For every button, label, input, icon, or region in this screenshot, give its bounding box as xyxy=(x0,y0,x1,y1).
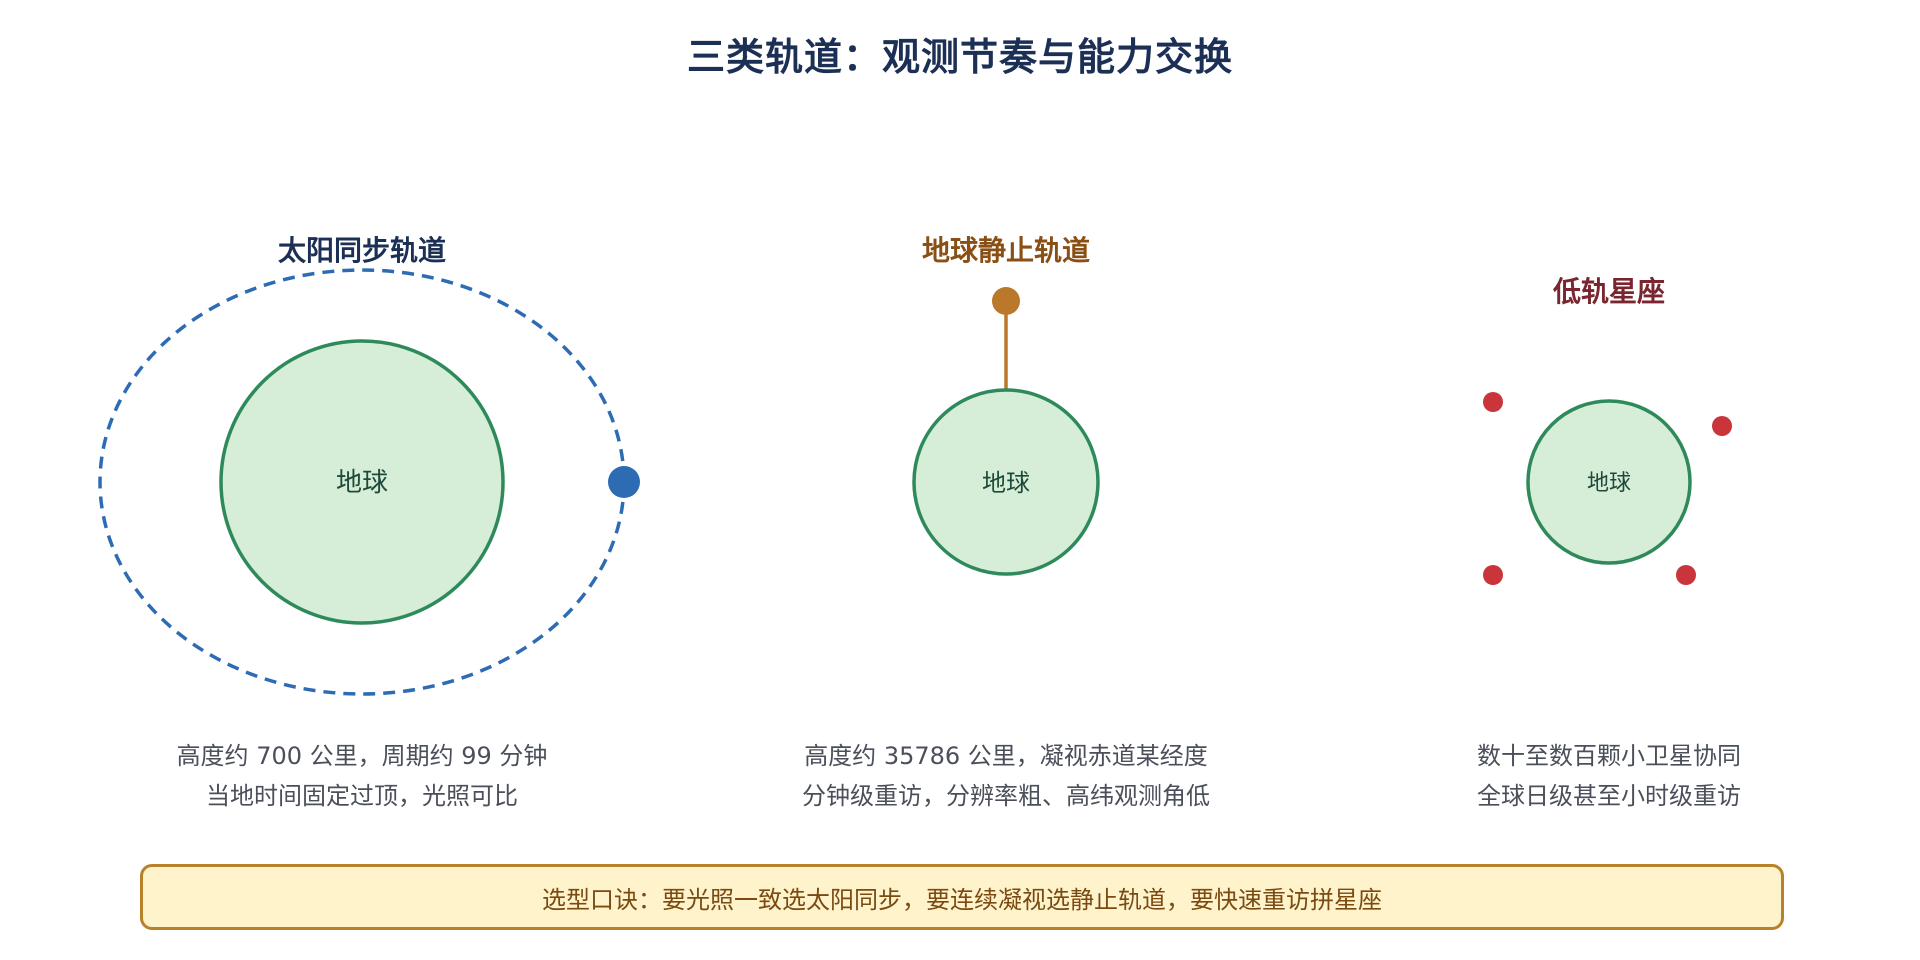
caption-line: 当地时间固定过顶，光照可比 xyxy=(206,782,518,810)
caption-line: 分钟级重访，分辨率粗、高纬观测角低 xyxy=(802,782,1210,810)
leo-satellite xyxy=(1712,416,1732,436)
leo-satellite xyxy=(1676,565,1696,585)
leo-satellite xyxy=(1483,565,1503,585)
caption-leo: 数十至数百颗小卫星协同 全球日级甚至小时级重访 xyxy=(1349,736,1869,816)
sso-satellite xyxy=(608,466,640,498)
earth-label-sso: 地球 xyxy=(336,468,388,498)
caption-line: 高度约 700 公里，周期约 99 分钟 xyxy=(176,742,548,770)
earth-label-leo: 地球 xyxy=(1587,471,1631,496)
leo-satellite xyxy=(1483,392,1503,412)
selection-tip-text: 选型口诀：要光照一致选太阳同步，要连续凝视选静止轨道，要快速重访拼星座 xyxy=(542,885,1382,914)
geo-satellite xyxy=(992,287,1020,315)
earth-sso xyxy=(219,339,505,625)
caption-line: 数十至数百颗小卫星协同 xyxy=(1477,742,1741,770)
caption-sso: 高度约 700 公里，周期约 99 分钟 当地时间固定过顶，光照可比 xyxy=(102,736,622,816)
caption-line: 全球日级甚至小时级重访 xyxy=(1477,782,1741,810)
panel-sso: 太阳同步轨道 地球 xyxy=(98,234,640,696)
caption-geo: 高度约 35786 公里，凝视赤道某经度 分钟级重访，分辨率粗、高纬观测角低 xyxy=(746,736,1266,816)
panel-title-sso: 太阳同步轨道 xyxy=(278,234,446,267)
page-title: 三类轨道：观测节奏与能力交换 xyxy=(686,35,1233,79)
panel-geo: 地球静止轨道 地球 xyxy=(912,234,1100,576)
panel-title-geo: 地球静止轨道 xyxy=(922,234,1090,267)
caption-line: 高度约 35786 公里，凝视赤道某经度 xyxy=(804,742,1208,770)
selection-tip-box: 选型口诀：要光照一致选太阳同步，要连续凝视选静止轨道，要快速重访拼星座 xyxy=(140,864,1784,930)
panel-leo: 低轨星座 地球 xyxy=(1483,275,1732,585)
earth-leo xyxy=(1526,399,1692,565)
earth-label-geo: 地球 xyxy=(982,469,1030,497)
panel-title-leo: 低轨星座 xyxy=(1552,275,1665,308)
earth-geo xyxy=(912,388,1100,576)
